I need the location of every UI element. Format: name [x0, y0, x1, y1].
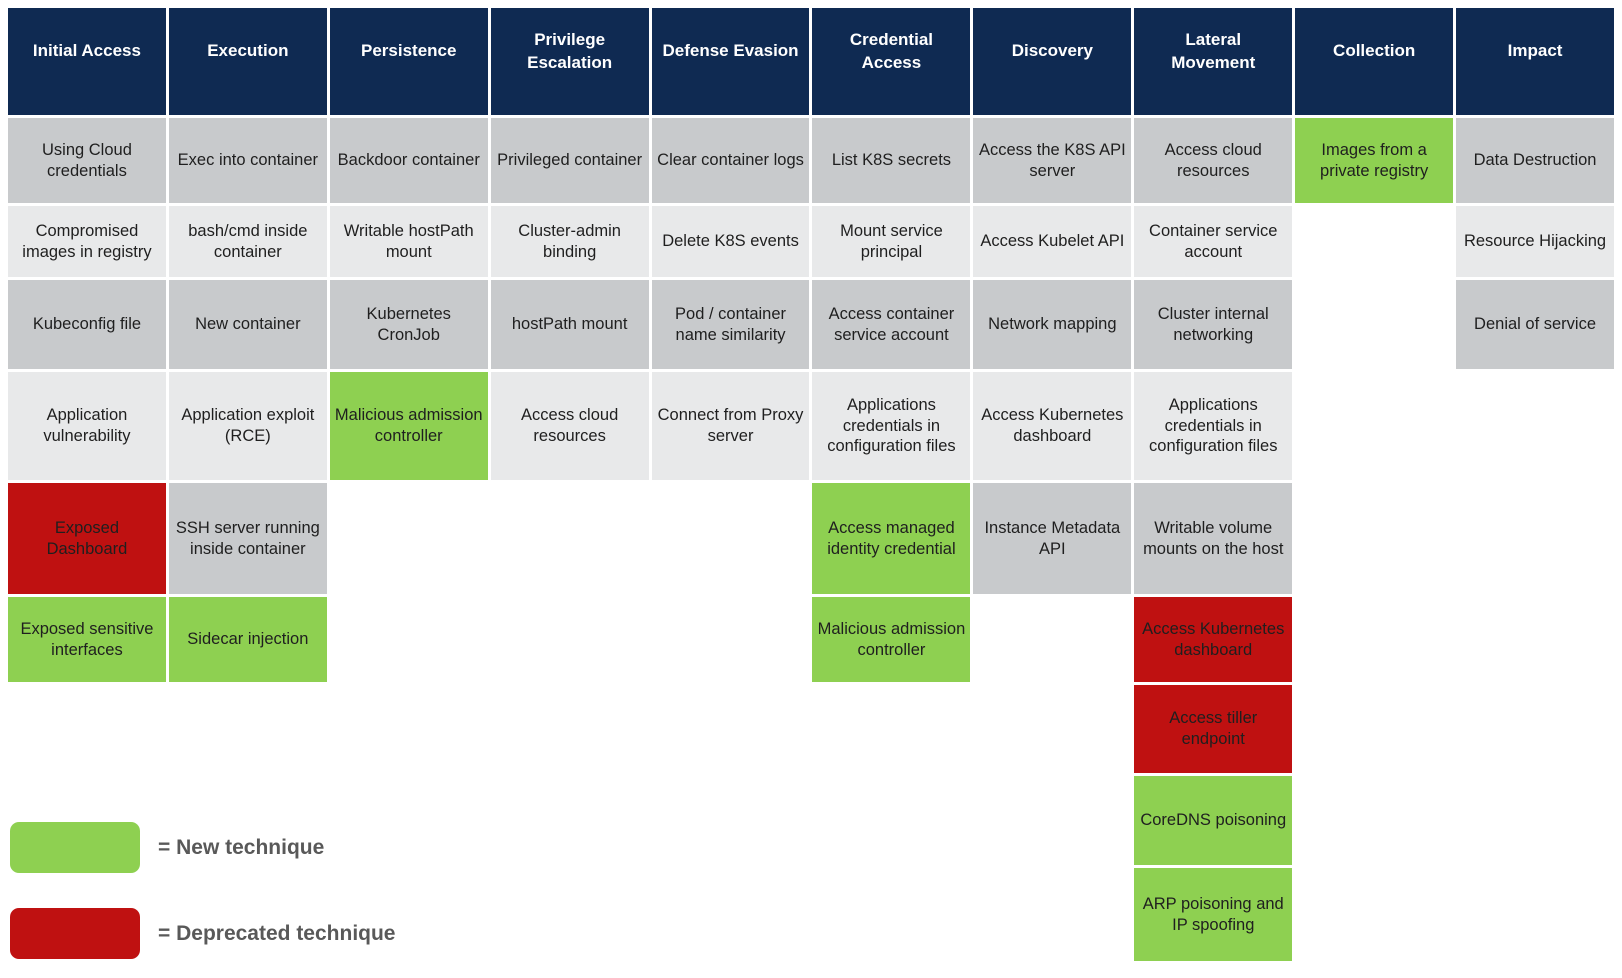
technique-cell-kubernetes-cronjob: Kubernetes CronJob	[329, 280, 488, 369]
column-header-privilege-escalation: Privilege Escalation	[490, 8, 649, 115]
column-header-discovery: Discovery	[973, 8, 1132, 115]
column-header-persistence: Persistence	[329, 8, 488, 115]
technique-cell-cluster-admin-binding: Cluster-admin binding	[490, 206, 649, 277]
technique-cell-compromised-images-in-registry: Compromised images in registry	[8, 206, 166, 277]
technique-cell-delete-k8s-events: Delete K8S events	[651, 206, 810, 277]
technique-cell-application-vulnerability: Application vulnerability	[8, 372, 166, 480]
technique-cell-access-container-service-account: Access container service account	[812, 280, 971, 369]
technique-cell-ssh-server-running-inside-container: SSH server running inside container	[168, 483, 327, 594]
technique-cell-exposed-dashboard: Exposed Dashboard	[8, 483, 166, 594]
technique-cell-network-mapping: Network mapping	[973, 280, 1132, 369]
technique-cell-instance-metadata-api: Instance Metadata API	[973, 483, 1132, 594]
technique-cell-data-destruction: Data Destruction	[1456, 118, 1614, 203]
technique-cell-sidecar-injection: Sidecar injection	[168, 597, 327, 682]
technique-cell-writable-hostpath-mount: Writable hostPath mount	[329, 206, 488, 277]
technique-cell-resource-hijacking: Resource Hijacking	[1456, 206, 1614, 277]
technique-cell-using-cloud-credentials: Using Cloud credentials	[8, 118, 166, 203]
technique-cell-backdoor-container: Backdoor container	[329, 118, 488, 203]
technique-cell-container-service-account: Container service account	[1134, 206, 1293, 277]
technique-cell-access-cloud-resources: Access cloud resources	[490, 372, 649, 480]
technique-cell-access-managed-identity-credential: Access managed identity credential	[812, 483, 971, 594]
technique-cell-coredns-poisoning: CoreDNS poisoning	[1134, 776, 1293, 865]
technique-cell-images-from-a-private-registry: Images from a private registry	[1295, 118, 1454, 203]
technique-cell-arp-poisoning-and-ip-spoofing: ARP poisoning and IP spoofing	[1134, 868, 1293, 961]
technique-cell-privileged-container: Privileged container	[490, 118, 649, 203]
technique-cell-list-k8s-secrets: List K8S secrets	[812, 118, 971, 203]
technique-cell-new-container: New container	[168, 280, 327, 369]
deprecated-technique-swatch	[10, 908, 140, 959]
column-header-credential-access: Credential Access	[812, 8, 971, 115]
technique-cell-hostpath-mount: hostPath mount	[490, 280, 649, 369]
technique-cell-exposed-sensitive-interfaces: Exposed sensitive interfaces	[8, 597, 166, 682]
deprecated-technique-label: = Deprecated technique	[158, 921, 396, 945]
technique-cell-access-kubernetes-dashboard: Access Kubernetes dashboard	[973, 372, 1132, 480]
technique-cell-bash-cmd-inside-container: bash/cmd inside container	[168, 206, 327, 277]
legend-row-deprecated: = Deprecated technique	[10, 908, 396, 959]
legend-row-new: = New technique	[10, 822, 396, 873]
new-technique-swatch	[10, 822, 140, 873]
technique-cell-pod-container-name-similarity: Pod / container name similarity	[651, 280, 810, 369]
technique-cell-exec-into-container: Exec into container	[168, 118, 327, 203]
technique-cell-clear-container-logs: Clear container logs	[651, 118, 810, 203]
technique-cell-applications-credentials-in-configuration-files: Applications credentials in configuratio…	[1134, 372, 1293, 480]
technique-cell-malicious-admission-controller: Malicious admission controller	[329, 372, 488, 480]
column-header-lateral-movement: Lateral Movement	[1134, 8, 1293, 115]
technique-cell-writable-volume-mounts-on-the-host: Writable volume mounts on the host	[1134, 483, 1293, 594]
column-header-initial-access: Initial Access	[8, 8, 166, 115]
technique-cell-malicious-admission-controller: Malicious admission controller	[812, 597, 971, 682]
technique-cell-application-exploit-rce: Application exploit (RCE)	[168, 372, 327, 480]
technique-cell-cluster-internal-networking: Cluster internal networking	[1134, 280, 1293, 369]
column-header-impact: Impact	[1456, 8, 1614, 115]
technique-cell-applications-credentials-in-configuration-files: Applications credentials in configuratio…	[812, 372, 971, 480]
technique-cell-access-the-k8s-api-server: Access the K8S API server	[973, 118, 1132, 203]
technique-cell-access-cloud-resources: Access cloud resources	[1134, 118, 1293, 203]
column-header-execution: Execution	[168, 8, 327, 115]
technique-cell-access-kubernetes-dashboard: Access Kubernetes dashboard	[1134, 597, 1293, 682]
column-header-defense-evasion: Defense Evasion	[651, 8, 810, 115]
technique-cell-access-tiller-endpoint: Access tiller endpoint	[1134, 685, 1293, 773]
technique-cell-mount-service-principal: Mount service principal	[812, 206, 971, 277]
column-header-collection: Collection	[1295, 8, 1454, 115]
technique-cell-denial-of-service: Denial of service	[1456, 280, 1614, 369]
legend: = New technique = Deprecated technique	[10, 822, 396, 978]
new-technique-label: = New technique	[158, 835, 325, 859]
technique-cell-access-kubelet-api: Access Kubelet API	[973, 206, 1132, 277]
technique-cell-kubeconfig-file: Kubeconfig file	[8, 280, 166, 369]
technique-cell-connect-from-proxy-server: Connect from Proxy server	[651, 372, 810, 480]
